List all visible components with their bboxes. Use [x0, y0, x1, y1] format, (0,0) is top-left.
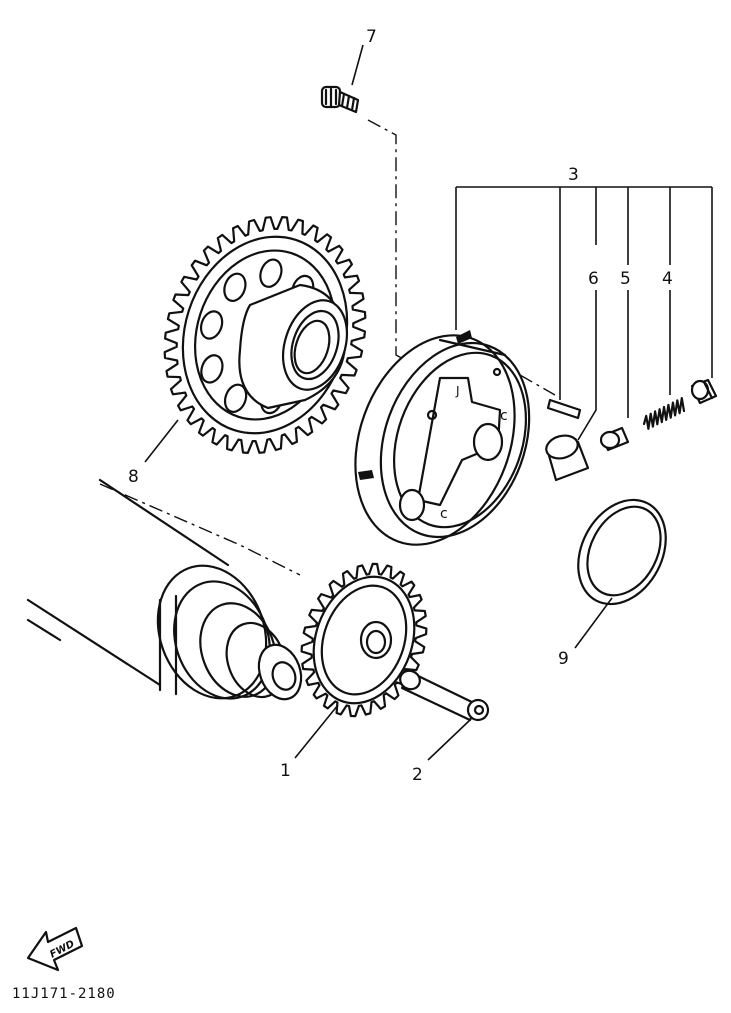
- idle-gear: [300, 562, 428, 718]
- label-part-2: 2: [412, 765, 423, 785]
- label-part-8: 8: [128, 467, 139, 487]
- starter-wheel-gear: [163, 216, 367, 454]
- label-part-4: 4: [662, 269, 673, 289]
- label-part-1: 1: [280, 761, 291, 781]
- svg-text:J: J: [455, 384, 460, 398]
- gear-lightening-hole: [223, 272, 247, 302]
- label-part-7: 7: [366, 27, 377, 47]
- svg-text:c: c: [440, 506, 448, 522]
- washer: [577, 498, 667, 606]
- label-part-5: 5: [620, 269, 631, 289]
- fwd-arrow-icon: FWD: [26, 926, 84, 972]
- plunger: [599, 426, 630, 452]
- gear-lightening-hole: [199, 310, 224, 340]
- spring: [642, 397, 686, 430]
- svg-text:c: c: [500, 408, 508, 424]
- leader-lines: [144, 44, 713, 761]
- crankshaft: [26, 478, 303, 701]
- gear-lightening-hole: [200, 354, 224, 384]
- spring-rod: [546, 398, 582, 420]
- spring-cap: [690, 378, 718, 405]
- label-part-6: 6: [588, 269, 599, 289]
- label-part-9: 9: [558, 649, 569, 669]
- gear-lightening-hole: [223, 383, 248, 413]
- idle-gear-shaft: [399, 669, 490, 722]
- label-part-3: 3: [568, 165, 579, 185]
- drawing-code: 11J171-2180: [12, 986, 116, 1002]
- starter-clutch-body: c c J: [354, 330, 556, 546]
- roller: [545, 434, 590, 482]
- gear-lightening-hole: [259, 258, 283, 288]
